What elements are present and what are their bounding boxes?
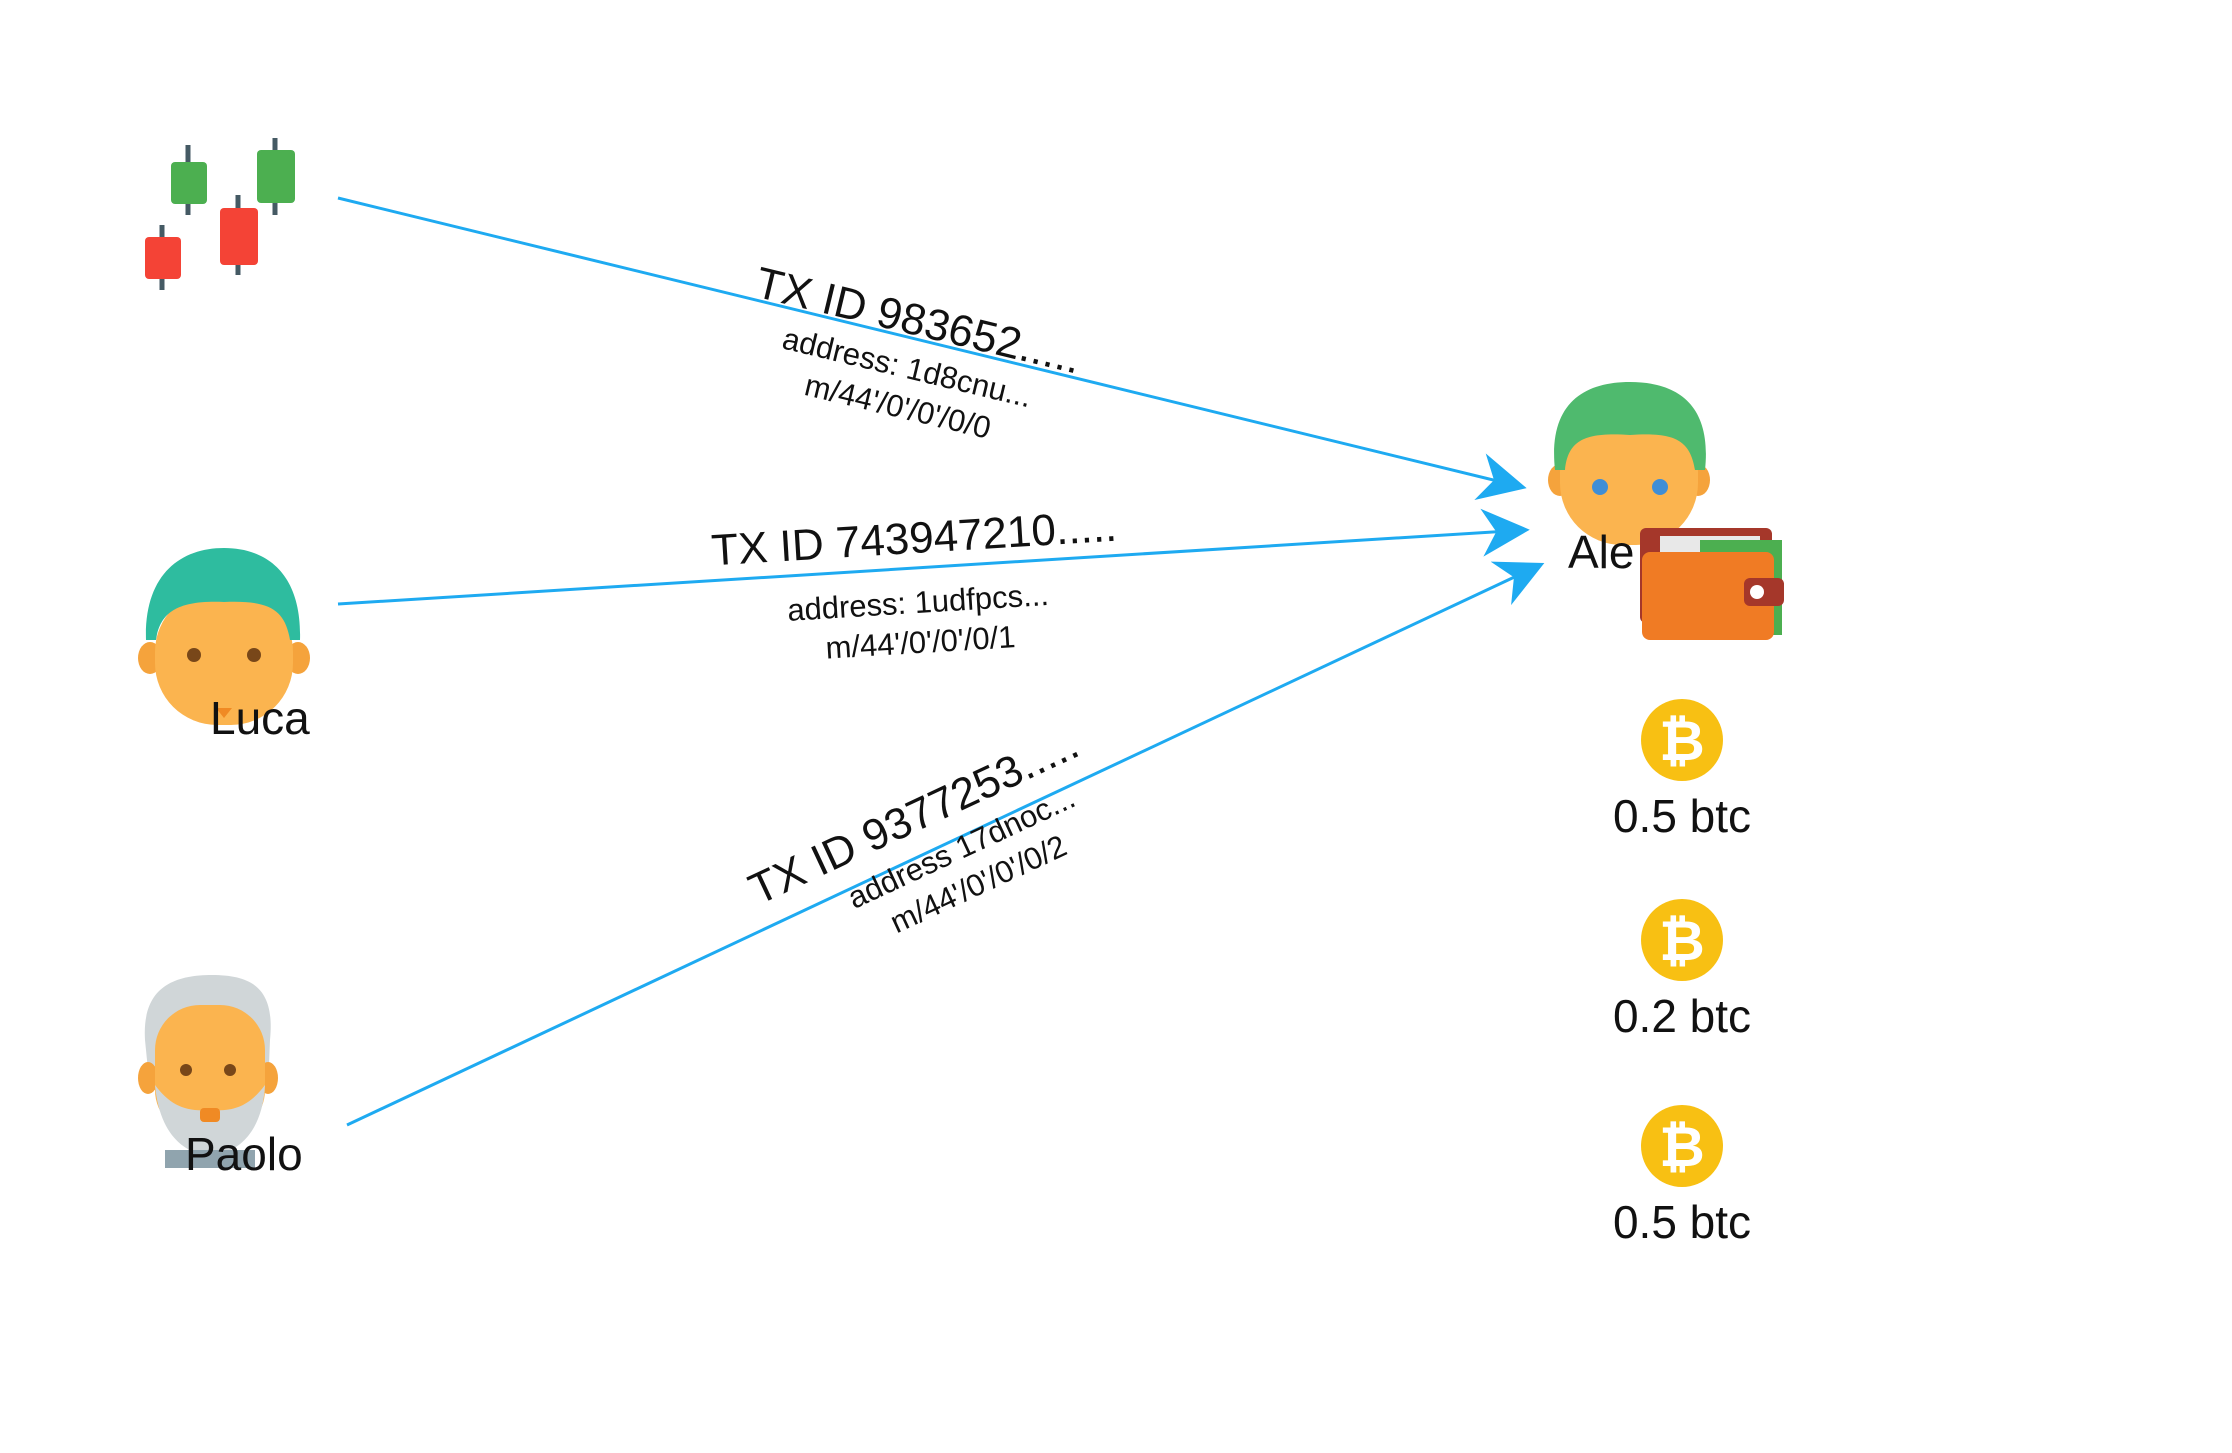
svg-text:₿: ₿	[1659, 1115, 1705, 1180]
tx-derivation-path: m/44'/0'/0'/0/1	[825, 619, 1017, 666]
tx-label-2: TX ID 743947210..... address: 1udfpcs...…	[710, 502, 1118, 666]
candlestick-chart-icon	[145, 138, 295, 290]
arrow-tx-3	[346, 561, 1545, 1127]
utxo-amount: 0.5 btc	[1613, 1196, 1751, 1248]
svg-text:₿: ₿	[1659, 709, 1705, 774]
arrow-tx-1	[337, 196, 1527, 501]
arrow-tx-2	[337, 508, 1530, 606]
utxo-item-2: ₿ 0.2 btc	[1613, 899, 1751, 1042]
bitcoin-icon: ₿	[1641, 699, 1723, 781]
bitcoin-icon: ₿	[1641, 1105, 1723, 1187]
tx-label-3: TX ID 9377253..... address 17dnoc... m/4…	[742, 719, 1086, 940]
sender-name-paolo: Paolo	[185, 1128, 303, 1180]
utxo-amount: 0.5 btc	[1613, 790, 1751, 842]
utxo-item-1: ₿ 0.5 btc	[1613, 699, 1751, 842]
bitcoin-icon: ₿	[1641, 899, 1723, 981]
old-man-grey-hair-avatar-icon	[138, 975, 278, 1168]
utxo-item-3: ₿ 0.5 btc	[1613, 1105, 1751, 1248]
utxo-amount: 0.2 btc	[1613, 990, 1751, 1042]
svg-text:₿: ₿	[1659, 909, 1705, 974]
wallet-icon	[1640, 528, 1784, 640]
man-teal-hair-avatar-icon	[138, 548, 310, 725]
man-green-hair-avatar-icon	[1548, 382, 1710, 545]
tx-label-1: TX ID 983652..... address: 1d8cnu... m/4…	[751, 258, 1086, 445]
sender-name-luca: Luca	[210, 692, 310, 744]
tx-id: TX ID 743947210.....	[710, 502, 1118, 576]
receiver-name: Ale	[1568, 526, 1634, 578]
